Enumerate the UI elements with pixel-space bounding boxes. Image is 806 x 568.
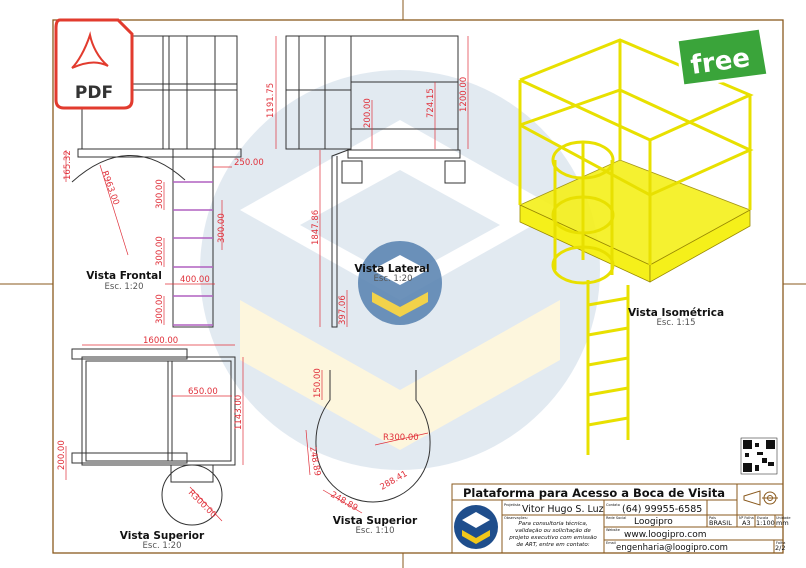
dim-lateral-height: 1200.00: [459, 77, 469, 112]
title-block: Plataforma para Acesso a Boca de Visita …: [451, 483, 791, 554]
field-label: Website: [606, 528, 620, 532]
dim-ladder-length: 1847.86: [311, 210, 321, 245]
view-title: Vista Frontal: [86, 270, 162, 282]
dim-cage-radius: R300.00: [186, 488, 218, 520]
projection-symbol-icon: [743, 490, 778, 506]
dim-cage-radius: R300.00: [383, 433, 419, 443]
unit: mm: [776, 519, 789, 527]
vista-superior-20: 1600.00 650.00 1143.00 200.00 R300.00 Vi…: [57, 336, 244, 551]
dim-hatch-width: 650.00: [188, 387, 218, 397]
dim-cage-extension: 150.00: [313, 368, 323, 398]
view-scale: Esc. 1:20: [374, 274, 413, 284]
drawing-title: Plataforma para Acesso a Boca de Visita: [463, 486, 725, 500]
dim-rung-spacing: 300.00: [155, 179, 165, 209]
dim-rung-spacing: 300.00: [155, 236, 165, 266]
center-logo: [358, 241, 442, 325]
dim-lateral-midrail: 724.15: [426, 88, 436, 118]
view-title: Vista Lateral: [354, 263, 429, 275]
view-title: Vista Superior: [333, 515, 418, 527]
field-label: Observações:: [504, 516, 528, 520]
drawing-scale: 1:100: [756, 519, 775, 527]
field-label: Email: [606, 541, 616, 545]
dim-lateral-guardrail: 1191.75: [266, 83, 276, 118]
dim-arc-segment: 248.89: [329, 490, 360, 514]
vista-isometrica: Vista Isométrica Esc. 1:15: [518, 38, 754, 455]
dim-frontal-height: 165.32: [63, 150, 73, 180]
field-label: Escala: [757, 516, 768, 520]
view-scale: Esc. 1:20: [105, 282, 144, 292]
company-name: Loogipro: [634, 517, 673, 527]
field-label: Folha: [776, 541, 785, 545]
loogipro-logo: [454, 505, 498, 549]
dim-overhang: 200.00: [57, 440, 67, 470]
country: BRASIL: [709, 519, 732, 527]
dim-arc-length: 288.41: [379, 469, 410, 493]
view-scale: Esc. 1:15: [657, 318, 696, 328]
sheet-format: A3: [742, 519, 751, 527]
vista-lateral: 1191.75 200.00 724.15 1200.00 1847.86 39…: [266, 35, 469, 328]
field-label: Projetista: [504, 503, 520, 507]
dim-platform-width: 1600.00: [143, 336, 178, 346]
dim-frontal-offset: 250.00: [234, 158, 264, 168]
dim-rung-spacing: 300.00: [155, 294, 165, 324]
dim-frontal-radius: R963.00: [99, 170, 121, 207]
notes-line: validação ou solicitação de: [515, 528, 591, 534]
dim-rung-spacing: 300.00: [217, 213, 227, 243]
email-link[interactable]: engenharia@loogipro.com: [616, 543, 728, 553]
view-title: Vista Superior: [120, 530, 205, 542]
notes-line: projeto executivo com emissão: [508, 535, 597, 541]
author-name: Vitor Hugo S. Luz: [522, 504, 604, 515]
field-label: Nº Folha: [739, 516, 754, 520]
dim-ladder-bottom: 397.06: [338, 295, 348, 325]
view-scale: Esc. 1:10: [356, 526, 395, 536]
field-label: Rede Social: [606, 516, 626, 520]
dim-ladder-width: 400.00: [180, 275, 210, 285]
view-scale: Esc. 1:20: [143, 541, 182, 551]
dim-lateral-toe: 200.00: [363, 98, 373, 128]
free-badge: free: [675, 26, 770, 88]
pdf-icon[interactable]: PDF: [54, 18, 134, 110]
notes-line: de ART, entre em contato:: [516, 542, 589, 548]
website-link[interactable]: www.loogipro.com: [624, 530, 707, 540]
field-label: País: [709, 516, 716, 520]
field-label: Contato: [606, 503, 620, 507]
notes-line: Para consultoria técnica,: [518, 520, 587, 527]
field-label: Unidade: [776, 516, 791, 520]
dim-platform-depth: 1143.00: [234, 395, 244, 430]
sheet-number: 2/2: [775, 544, 785, 552]
pdf-label: PDF: [75, 83, 113, 103]
view-title: Vista Isométrica: [628, 307, 724, 319]
qr-code: [740, 437, 778, 475]
phone-number: (64) 99955-6585: [622, 504, 702, 515]
